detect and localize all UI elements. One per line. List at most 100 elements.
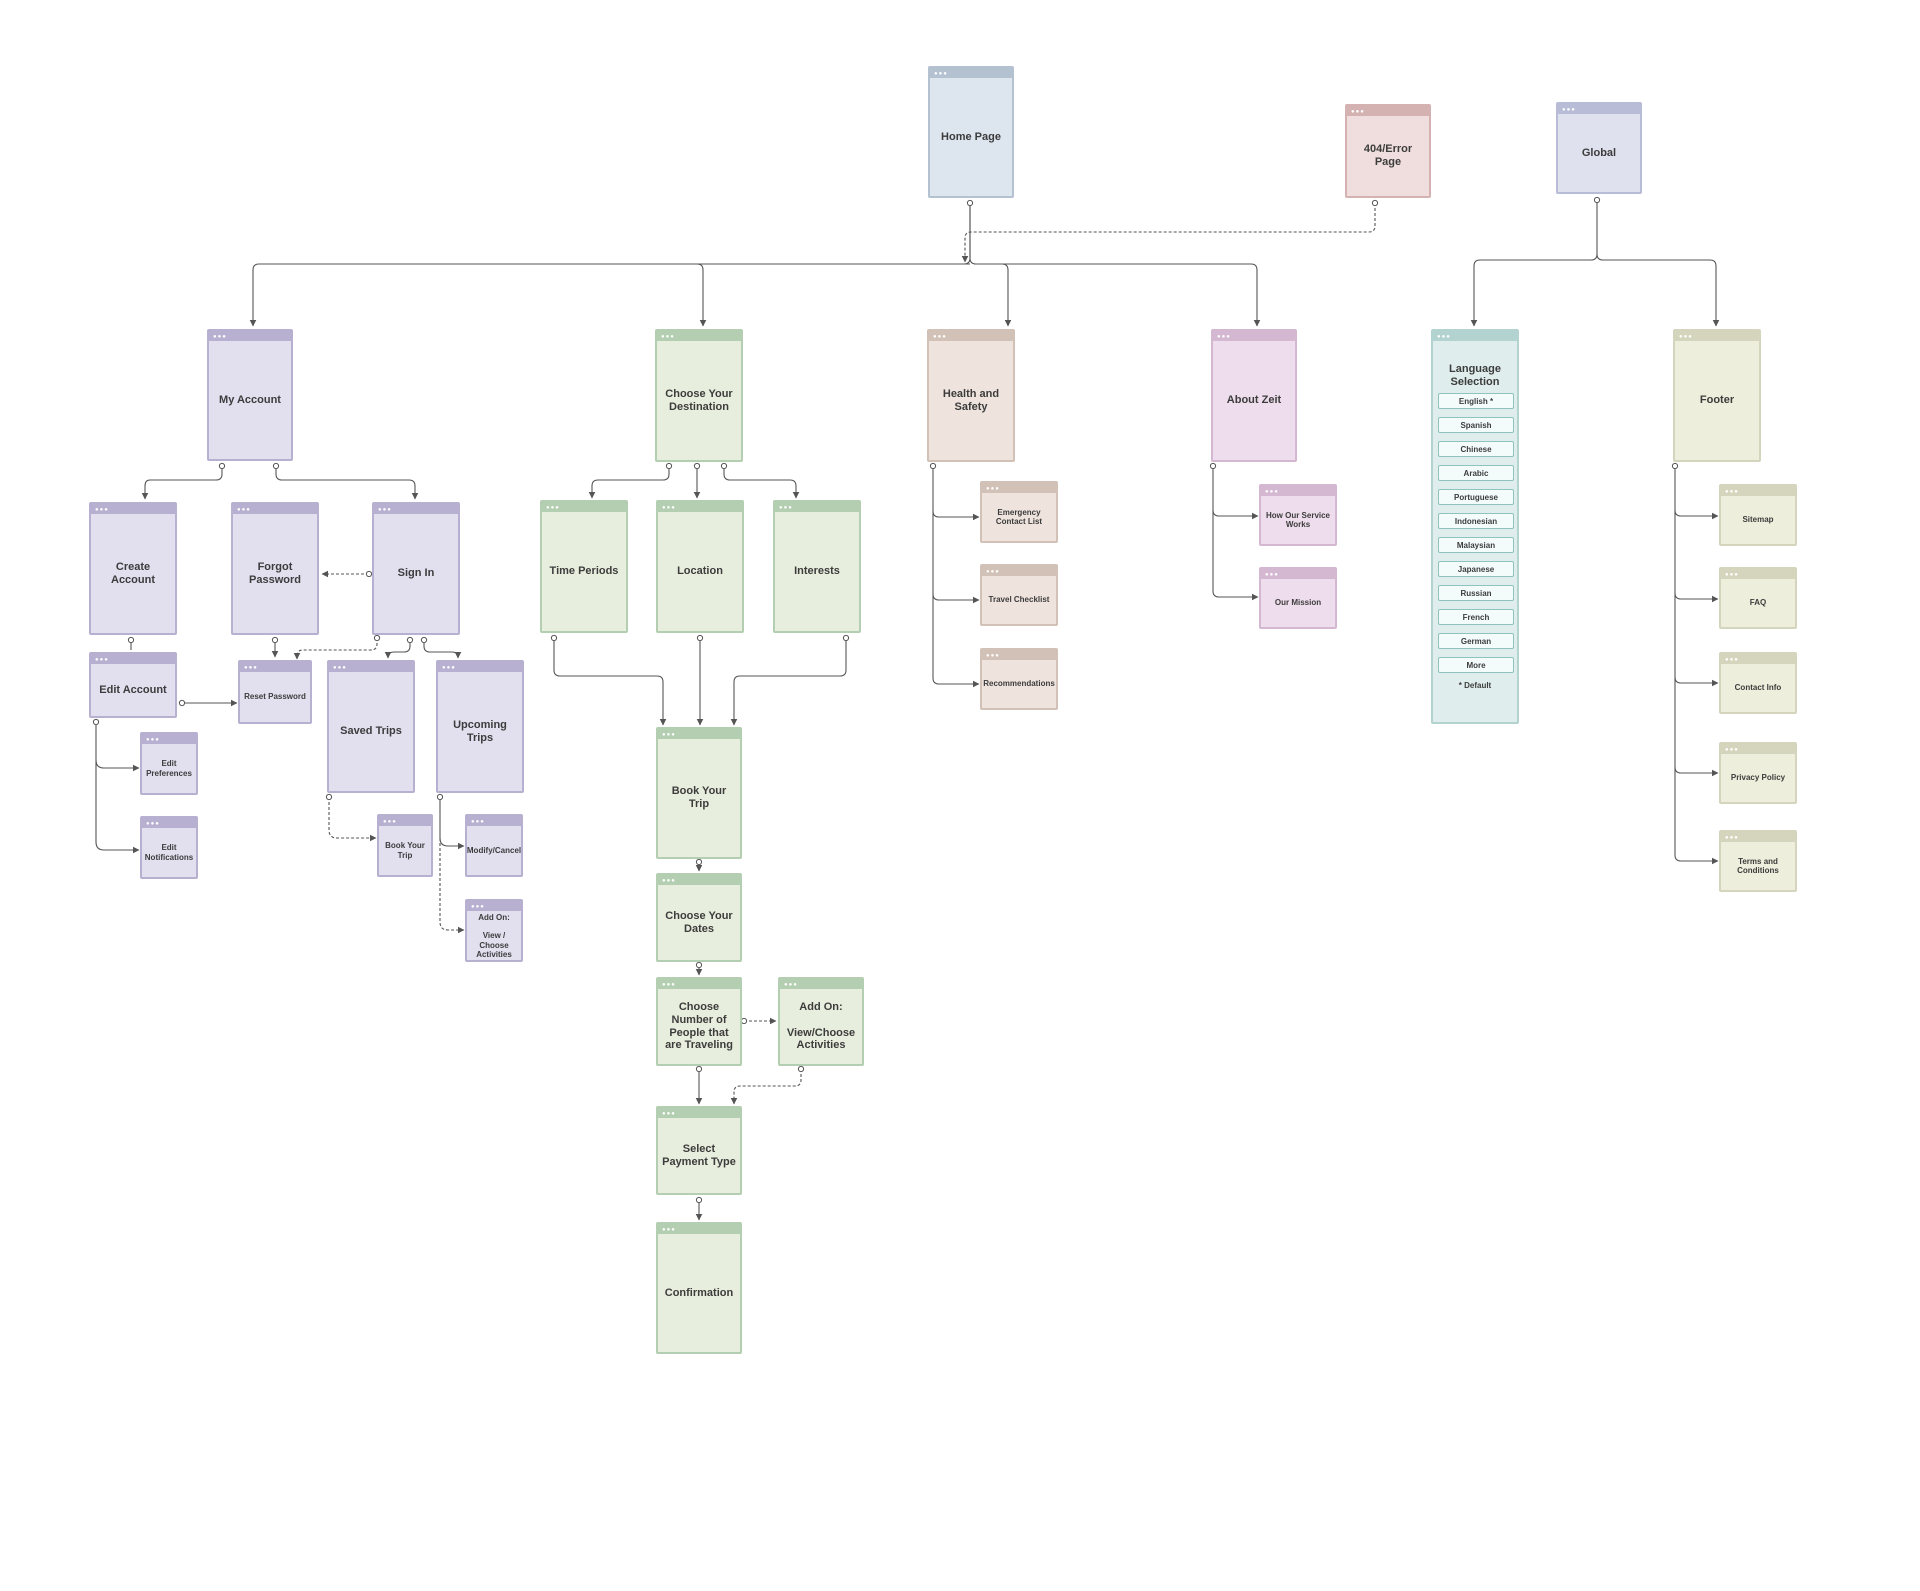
node-add-on-activities[interactable]: ●●● Add On: View/Choose Activities xyxy=(778,977,864,1066)
language-option[interactable]: Russian xyxy=(1438,585,1514,601)
node-edit-notifications[interactable]: ●●● Edit Notifications xyxy=(140,816,198,879)
node-about-zeit[interactable]: ●●● About Zeit xyxy=(1211,329,1297,462)
connector-port xyxy=(696,634,704,642)
connector xyxy=(932,511,980,604)
node-travel-checklist[interactable]: ●●● Travel Checklist xyxy=(980,564,1058,626)
node-upcoming-trips[interactable]: ●●● Upcoming Trips xyxy=(436,660,524,793)
language-option[interactable]: French xyxy=(1438,609,1514,625)
node-faq[interactable]: ●●● FAQ xyxy=(1719,567,1797,629)
connector xyxy=(328,797,377,842)
node-label: Choose Your Destination xyxy=(665,387,733,413)
node-label: Travel Checklist xyxy=(988,595,1050,605)
window-dots-icon: ●●● xyxy=(661,334,675,340)
window-dots-icon: ●●● xyxy=(779,505,793,511)
node-terms-and-conditions[interactable]: ●●● Terms and Conditions xyxy=(1719,830,1797,892)
language-option[interactable]: Portuguese xyxy=(1438,489,1514,505)
node-interests[interactable]: ●●● Interests xyxy=(773,500,861,633)
language-option[interactable]: Chinese xyxy=(1438,441,1514,457)
node-choose-your-destination[interactable]: ●●● Choose Your Destination xyxy=(655,329,743,462)
window-dots-icon: ●●● xyxy=(95,507,109,513)
node-sign-in[interactable]: ●●● Sign In xyxy=(372,502,460,635)
node-footer[interactable]: ●●● Footer xyxy=(1673,329,1761,462)
connector xyxy=(961,203,1376,263)
language-option[interactable]: More xyxy=(1438,657,1514,673)
node-label: Book Your Trip xyxy=(671,785,727,810)
window-dots-icon: ●●● xyxy=(1725,489,1739,495)
node-home-page[interactable]: ●●● Home Page xyxy=(928,66,1014,198)
language-option[interactable]: German xyxy=(1438,633,1514,649)
node-edit-account[interactable]: ●●● Edit Account xyxy=(89,652,177,718)
node-sitemap[interactable]: ●●● Sitemap xyxy=(1719,484,1797,546)
node-recommendations[interactable]: ●●● Recommendations xyxy=(980,648,1058,710)
node-label: Edit Notifications xyxy=(144,843,194,862)
language-option[interactable]: Japanese xyxy=(1438,561,1514,577)
window-dots-icon: ●●● xyxy=(662,732,676,738)
node-global[interactable]: ●●● Global xyxy=(1556,102,1642,194)
node-time-periods[interactable]: ●●● Time Periods xyxy=(540,500,628,633)
node-label: Recommendations xyxy=(983,679,1055,689)
connector-port xyxy=(797,1065,805,1073)
node-confirmation[interactable]: ●●● Confirmation xyxy=(656,1222,742,1354)
connector xyxy=(1674,466,1719,520)
node-404-error-page[interactable]: ●●● 404/Error Page xyxy=(1345,104,1431,198)
node-add-on-upcoming[interactable]: ●●● Add On: View / Choose Activities xyxy=(465,899,523,962)
window-dots-icon: ●●● xyxy=(662,1111,676,1117)
node-label: Add On: View/Choose Activities xyxy=(786,1001,856,1052)
connector-port xyxy=(1209,462,1217,470)
language-option[interactable]: Indonesian xyxy=(1438,513,1514,529)
node-our-mission[interactable]: ●●● Our Mission xyxy=(1259,567,1337,629)
connector xyxy=(696,263,970,327)
node-modify-cancel[interactable]: ●●● Modify/Cancel xyxy=(465,814,523,877)
node-label: Contact Info xyxy=(1734,683,1782,693)
node-saved-trips[interactable]: ●●● Saved Trips xyxy=(327,660,415,793)
node-label: Global xyxy=(1581,146,1617,159)
node-health-and-safety[interactable]: ●●● Health and Safety xyxy=(927,329,1015,462)
connector xyxy=(553,638,667,726)
connector-port xyxy=(1671,462,1679,470)
node-label: Modify/Cancel xyxy=(466,845,522,855)
node-privacy-policy[interactable]: ●●● Privacy Policy xyxy=(1719,742,1797,804)
node-book-your-trip-saved[interactable]: ●●● Book Your Trip xyxy=(377,814,433,877)
window-dots-icon: ●●● xyxy=(383,819,397,825)
connector xyxy=(275,466,419,500)
node-label: FAQ xyxy=(1749,598,1767,608)
connector xyxy=(976,263,1261,327)
node-label: Home Page xyxy=(941,130,1001,143)
node-choose-your-dates[interactable]: ●●● Choose Your Dates xyxy=(656,873,742,962)
connector xyxy=(95,722,140,772)
node-label: Choose Your Dates xyxy=(665,909,733,935)
node-reset-password[interactable]: ●●● Reset Password xyxy=(238,660,312,724)
node-label: Interests xyxy=(794,565,840,578)
node-select-payment-type[interactable]: ●●● Select Payment Type xyxy=(656,1106,742,1195)
language-option[interactable]: Arabic xyxy=(1438,465,1514,481)
node-how-our-service-works[interactable]: ●●● How Our Service Works xyxy=(1259,484,1337,546)
node-my-account[interactable]: ●●● My Account xyxy=(207,329,293,461)
language-option[interactable]: English * xyxy=(1438,393,1514,409)
connector xyxy=(1596,253,1720,327)
language-selection-title: Language Selection xyxy=(1449,363,1501,388)
connector xyxy=(932,466,980,521)
connector-port xyxy=(740,1017,748,1025)
node-location[interactable]: ●●● Location xyxy=(656,500,744,633)
window-dots-icon: ●●● xyxy=(146,821,160,827)
node-contact-info[interactable]: ●●● Contact Info xyxy=(1719,652,1797,714)
connector-port xyxy=(929,462,937,470)
window-dots-icon: ●●● xyxy=(784,982,798,988)
connector xyxy=(588,466,670,499)
connector-port xyxy=(1371,199,1379,207)
window-dots-icon: ●●● xyxy=(237,507,251,513)
node-edit-preferences[interactable]: ●●● Edit Preferences xyxy=(140,732,198,795)
connector-port xyxy=(92,718,100,726)
node-forgot-password[interactable]: ●●● Forgot Password xyxy=(231,502,319,635)
node-book-your-trip[interactable]: ●●● Book Your Trip xyxy=(656,727,742,859)
node-choose-number-of-people[interactable]: ●●● Choose Number of People that are Tra… xyxy=(656,977,742,1066)
node-emergency-contact-list[interactable]: ●●● Emergency Contact List xyxy=(980,481,1058,543)
node-create-account[interactable]: ●●● Create Account xyxy=(89,502,177,635)
window-dots-icon: ●●● xyxy=(934,71,948,77)
language-option[interactable]: Malaysian xyxy=(1438,537,1514,553)
language-option[interactable]: Spanish xyxy=(1438,417,1514,433)
window-dots-icon: ●●● xyxy=(244,665,258,671)
node-label: Add On: View / Choose Activities xyxy=(476,913,512,959)
connector-port xyxy=(550,634,558,642)
